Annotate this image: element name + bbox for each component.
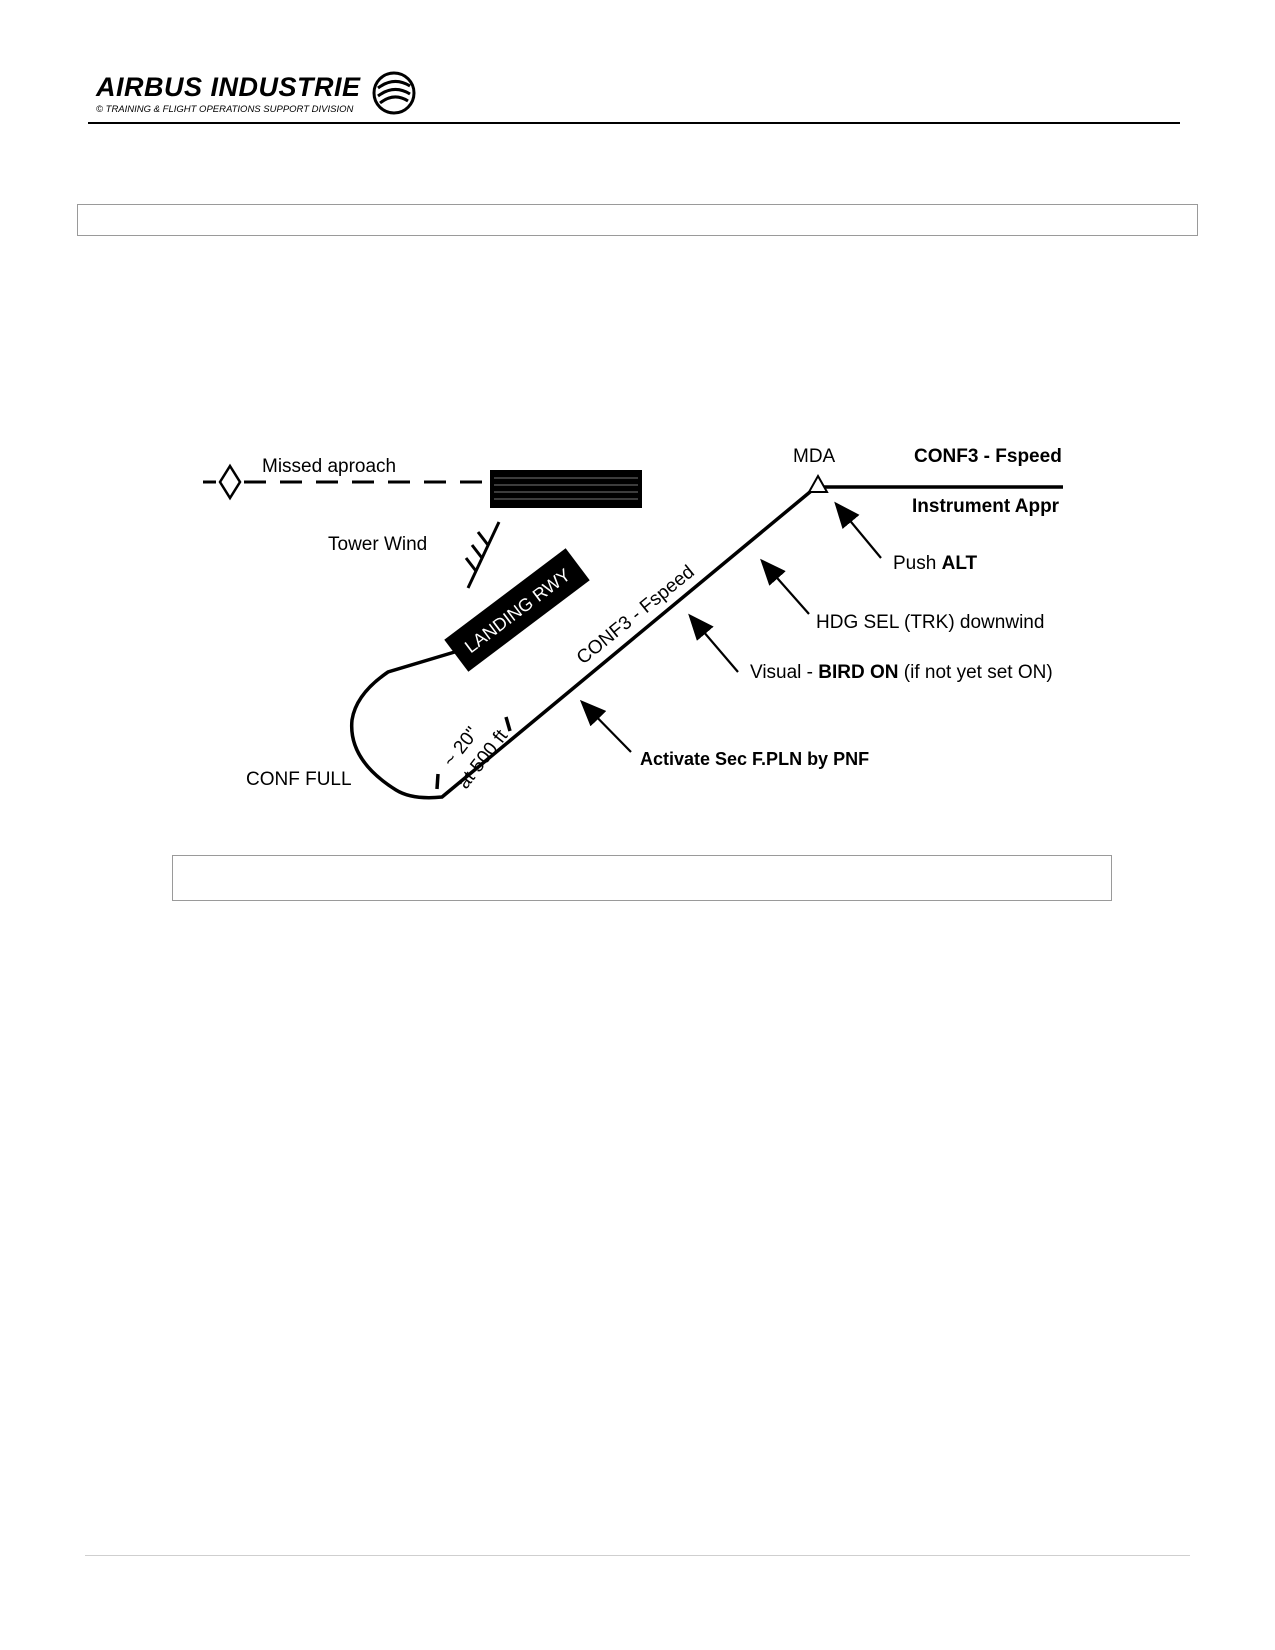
hdg-sel-label: HDG SEL (TRK) downwind (816, 612, 1044, 633)
caption-box (172, 855, 1112, 901)
airbus-swirl-logo-icon (372, 71, 416, 115)
landing-runway: LANDING RWY (444, 548, 590, 672)
company-logo-text: AIRBUS INDUSTRIE (96, 72, 361, 102)
push-alt-label: Push ALT (893, 553, 978, 574)
timing-tick-start (435, 773, 440, 790)
instrument-appr-label: Instrument Appr (912, 496, 1060, 517)
landing-runway-label: LANDING RWY (461, 565, 574, 657)
visual-bird-on-label: Visual - BIRD ON (if not yet set ON) (750, 662, 1053, 683)
missed-approach-label: Missed aproach (262, 456, 396, 477)
tower-wind-arrow-icon (464, 521, 501, 589)
push-alt-arrow-icon (834, 501, 882, 559)
tower-wind-label: Tower Wind (328, 534, 427, 555)
activate-sec-label: Activate Sec F.PLN by PNF (640, 749, 869, 769)
timing-tick-end (504, 716, 512, 732)
header-divider (88, 122, 1180, 124)
visual-bird-on-arrow-icon (688, 613, 739, 673)
mda-triangle-icon (807, 473, 829, 493)
title-box (77, 204, 1198, 236)
missed-approach-path (203, 463, 490, 501)
downwind-conf3-label: CONF3 - Fspeed (573, 562, 699, 669)
conf-full-label: CONF FULL (246, 769, 352, 790)
footer-divider (85, 1555, 1190, 1556)
runway-top (490, 470, 642, 508)
hdg-sel-arrow-icon (760, 558, 810, 615)
circling-flight-path (349, 485, 818, 800)
document-header: AIRBUS INDUSTRIE © TRAINING & FLIGHT OPE… (88, 70, 1188, 122)
mda-label: MDA (793, 446, 836, 467)
conf3-top-label: CONF3 - Fspeed (914, 446, 1062, 467)
waypoint-diamond-icon (218, 463, 242, 501)
division-subtitle: © TRAINING & FLIGHT OPERATIONS SUPPORT D… (96, 104, 354, 115)
activate-sec-arrow-icon (579, 699, 632, 753)
